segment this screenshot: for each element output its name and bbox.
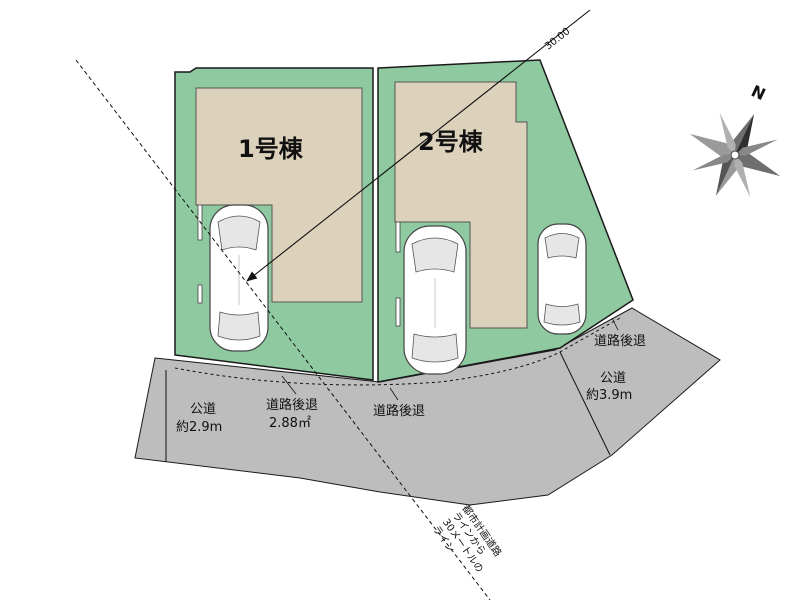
car-icon — [537, 223, 587, 335]
car-icon — [403, 225, 467, 375]
building-2-footprint — [394, 81, 528, 329]
setback-leader — [611, 317, 619, 331]
road-left-label: 公道 — [190, 402, 216, 417]
setback-label: 道路後退 — [594, 333, 646, 349]
setback-area-label: 道路後退 — [266, 397, 318, 413]
road-width-right — [559, 351, 611, 456]
setback-label: 道路後退 — [373, 403, 425, 419]
dimension-label: 30.00 — [543, 26, 572, 52]
planning-line — [75, 59, 491, 601]
setback-area-value: 2.88㎡ — [269, 416, 311, 431]
road-right-width: 約3.9m — [586, 388, 632, 403]
north-label: N — [748, 81, 768, 104]
building-1-footprint — [195, 87, 363, 303]
road-right-label: 公道 — [600, 371, 626, 386]
planning-line-label: 都市計画道路 ラインから 30メートルの ライン — [430, 502, 505, 575]
building-2-label: 2号棟 — [418, 128, 484, 156]
dimension-line — [246, 9, 591, 282]
public-road — [134, 307, 721, 506]
setback-leader — [281, 375, 297, 395]
car-icon — [209, 204, 269, 352]
compass-icon — [689, 112, 781, 198]
road-left-width: 約2.9m — [176, 420, 222, 435]
building-1-label: 1号棟 — [238, 135, 304, 163]
setback-leader — [389, 387, 399, 401]
